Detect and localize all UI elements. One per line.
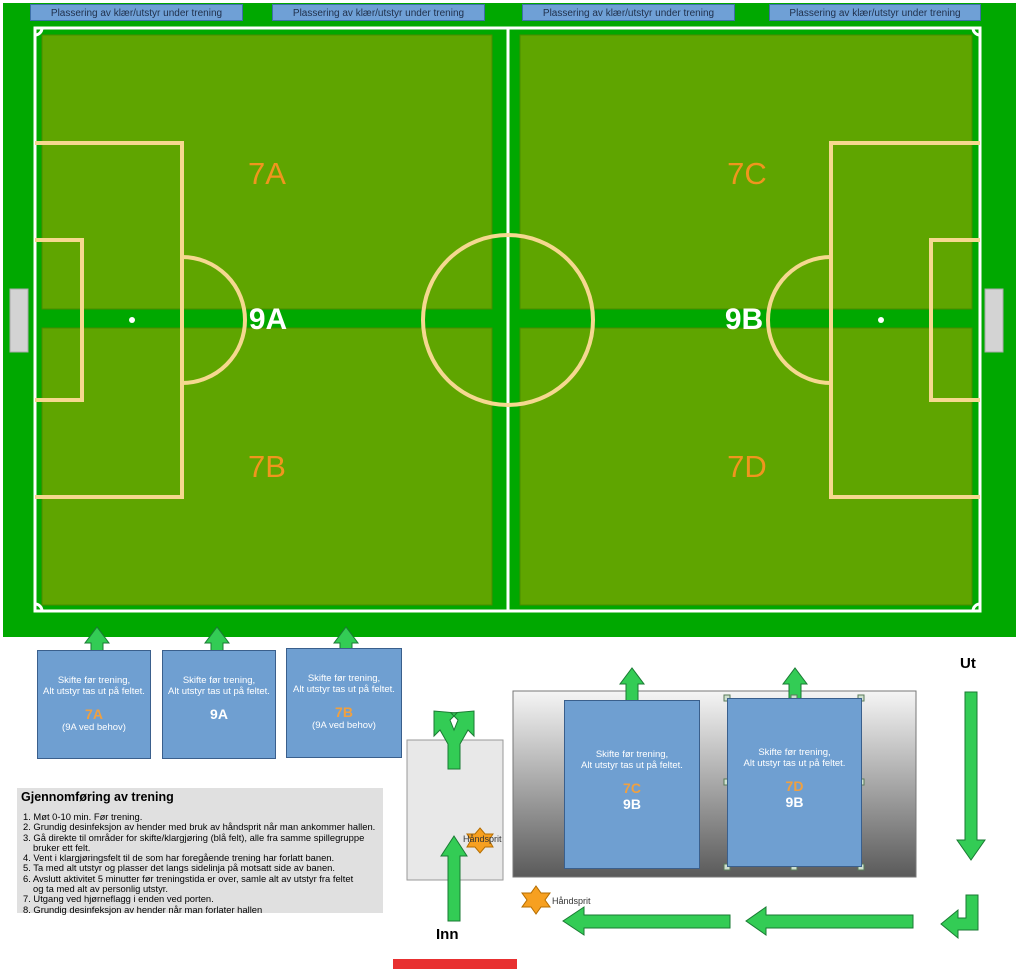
changing-box-7d-9b[interactable]: Skifte før trening,Alt utstyr tas ut på … (727, 698, 862, 867)
goal-box-right (929, 238, 980, 402)
box-zone-secondary: 9B (785, 794, 804, 810)
instructions-list: 1. Møt 0-10 min. Før trening. 2. Grundig… (17, 811, 383, 915)
box-line1: Skifte før trening, (307, 673, 381, 684)
instruction-item: 5. Ta med alt utstyr og plasser det lang… (23, 862, 335, 874)
instruction-item: 6. Avslutt aktivitet 5 minutter før tren… (23, 872, 354, 884)
instruction-item: og ta med alt av personlig utstyr. (33, 883, 168, 895)
box-zone: 7C (623, 780, 641, 796)
box-line2: Alt utstyr tas ut på feltet. (743, 758, 846, 769)
arrow-left-icon (562, 906, 731, 936)
box-line2: Alt utstyr tas ut på feltet. (581, 760, 683, 771)
zone-area-7c (519, 34, 973, 310)
box-line1: Skifte før trening, (758, 747, 831, 758)
box-line1: Skifte før trening, (182, 675, 256, 686)
hand-sanitizer-label: Håndsprit (552, 896, 591, 906)
zone-label-7d: 7D (727, 449, 767, 484)
box-line2: Alt utstyr tas ut på feltet. (43, 686, 145, 697)
hand-sanitizer-icon (466, 827, 494, 854)
penalty-box-right (829, 141, 980, 499)
instruction-item: bruker ett felt. (33, 841, 91, 853)
zone-area-7d (519, 327, 973, 606)
goal-right (984, 288, 1004, 353)
equipment-placement-button-3[interactable]: Plassering av klær/utstyr under trening (522, 4, 735, 21)
goal-box-left (35, 238, 84, 402)
equipment-placement-button-1[interactable]: Plassering av klær/utstyr under trening (30, 4, 243, 21)
box-note: (9A ved behov) (62, 722, 126, 733)
box-zone: 9A (210, 706, 228, 722)
instruction-item: 3. Gå direkte til områder for skifte/kla… (23, 831, 365, 843)
zone-label-9b: 9B (725, 303, 763, 336)
changing-box-9a[interactable]: Skifte før trening,Alt utstyr tas ut på … (162, 650, 276, 759)
changing-box-7b[interactable]: Skifte før trening,Alt utstyr tas ut på … (286, 648, 402, 758)
instruction-item: 8. Grundig desinfeksjon av hender når ma… (23, 903, 263, 915)
entrance-marker (393, 959, 517, 969)
box-line1: Skifte før trening, (595, 749, 669, 760)
instructions-panel: Gjennomføring av trening 1. Møt 0-10 min… (17, 788, 383, 915)
box-zone-secondary: 9B (623, 796, 641, 812)
changing-box-7a[interactable]: Skifte før trening,Alt utstyr tas ut på … (37, 650, 151, 759)
corner-arc (34, 602, 44, 612)
corner-arc (971, 27, 981, 37)
instruction-item: 4. Vent i klargjøringsfelt til de som ha… (23, 852, 335, 864)
arrow-up-icon (440, 835, 468, 922)
hand-sanitizer-icon (521, 885, 551, 915)
exit-label: Ut (960, 655, 976, 672)
box-line1: Skifte før trening, (57, 675, 131, 686)
box-zone: 7A (85, 706, 103, 722)
box-line2: Alt utstyr tas ut på feltet. (293, 684, 395, 695)
penalty-box-left (35, 141, 184, 499)
zone-label-9a: 9A (249, 303, 287, 336)
zone-label-7c: 7C (727, 156, 767, 191)
box-zone: 7D (785, 778, 804, 794)
instruction-item: 7. Utgang ved hjørneflagg i enden ved po… (23, 893, 214, 905)
corner-arc (34, 27, 44, 37)
entrance-label: Inn (436, 926, 459, 943)
arrow-left-icon (745, 906, 914, 936)
zone-label-7b: 7B (248, 449, 286, 484)
penalty-spot-left (129, 317, 135, 323)
hand-sanitizer-label: Håndsprit (463, 834, 502, 844)
zone-area-7b (41, 327, 493, 606)
center-circle (421, 233, 595, 407)
goal-left (9, 288, 29, 353)
box-zone: 7B (335, 704, 353, 720)
equipment-placement-button-4[interactable]: Plassering av klær/utstyr under trening (769, 4, 981, 21)
zone-labels: 7A 7B 7C 7D 9A 9B (248, 156, 767, 484)
zone-label-7a: 7A (248, 156, 286, 191)
equipment-placement-button-2[interactable]: Plassering av klær/utstyr under trening (272, 4, 485, 21)
arrow-turn-icon (940, 894, 979, 940)
field-zones (41, 34, 973, 606)
zone-area-7a (41, 34, 493, 310)
penalty-spot-right (878, 317, 884, 323)
arrow-down-icon (956, 691, 986, 861)
corner-arc (971, 602, 981, 612)
arrow-split-icon (433, 710, 475, 770)
penalty-arc-right (766, 255, 832, 385)
penalty-arc-left (181, 255, 247, 385)
instruction-item: 2. Grundig desinfeksjon av hender med br… (23, 821, 376, 833)
pitch-markings (35, 141, 980, 499)
instruction-item: 1. Møt 0-10 min. Før trening. (23, 811, 143, 822)
changing-box-7c-9b[interactable]: Skifte før trening,Alt utstyr tas ut på … (564, 700, 700, 869)
field-lines (33, 26, 982, 613)
box-line2: Alt utstyr tas ut på feltet. (168, 686, 270, 697)
box-note: (9A ved behov) (312, 720, 376, 731)
instructions-title: Gjennomføring av trening (21, 790, 174, 804)
